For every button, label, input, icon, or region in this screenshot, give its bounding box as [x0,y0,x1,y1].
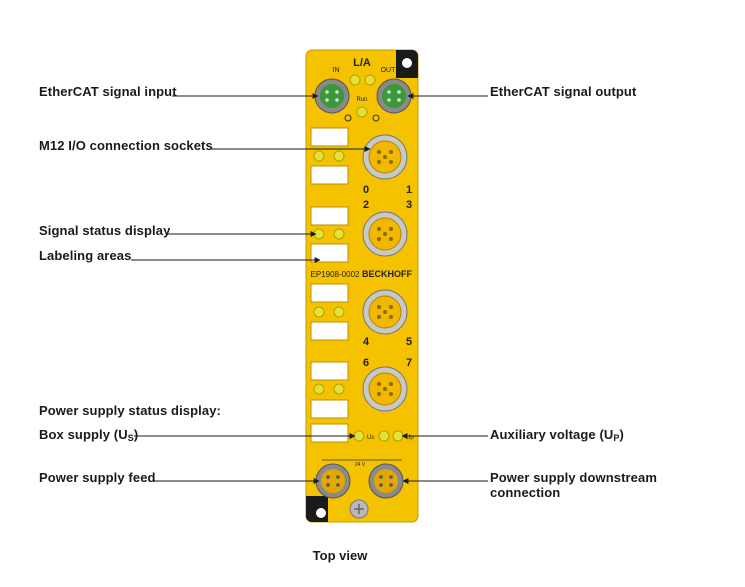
out-label: OUT [381,67,397,74]
up-label: Up [406,435,414,441]
mount-hole-top [402,58,412,68]
mount-hole-bottom [316,508,326,518]
label-power-downstream: Power supply downstream connection [490,470,658,500]
model-number: EP1908-0002 [311,270,360,279]
brand-name: BECKHOFF [362,269,412,279]
label-aux-voltage: Auxiliary voltage (UP) [490,427,624,443]
channel-2: 2 [363,199,369,211]
ground-screw [349,499,369,519]
ground-symbol-right [372,114,380,122]
ethercat-out-connector [376,78,412,114]
label-labeling-areas: Labeling areas [39,248,132,263]
box-supply-text: Box supply (U [39,427,128,442]
label-signal-status: Signal status display [39,223,171,238]
led-la-in [349,74,361,86]
la-label: L/A [353,57,371,69]
label-power-feed: Power supply feed [39,470,156,485]
channel-6: 6 [363,357,369,369]
label-ethercat-input: EtherCAT signal input [39,84,177,99]
channel-0: 0 [363,184,369,196]
labeling-areas [310,127,349,443]
run-label: Run [356,97,367,103]
box-supply-sub: S [127,433,134,443]
ground-symbol-left [344,114,352,122]
voltage-label: 24 V [355,462,366,468]
caption-top-view: Top view [312,548,368,563]
led-run [356,106,368,118]
channel-4: 4 [363,336,370,348]
m12-socket-0-1 [362,134,408,180]
signal-status-leds [313,150,345,395]
power-feed-connector [315,463,351,499]
label-power-status-heading: Power supply status display: [39,403,221,418]
led-la-out [364,74,376,86]
channel-5: 5 [406,336,412,348]
label-ethercat-output: EtherCAT signal output [490,84,637,99]
m12-socket-2-3 [362,211,408,257]
channel-7: 7 [406,357,412,369]
power-downstream-connector [368,463,404,499]
led-up [378,430,390,442]
label-m12-sockets: M12 I/O connection sockets [39,138,213,153]
m12-socket-6-7 [362,366,408,412]
aux-voltage-sub: P [613,433,620,443]
channel-1: 1 [406,184,412,196]
channel-3: 3 [406,199,412,211]
in-label: IN [333,67,340,74]
us-label: Us [367,435,374,441]
aux-voltage-text: Auxiliary voltage (U [490,427,614,442]
m12-socket-4-5 [362,289,408,335]
label-box-supply: Box supply (US) [39,427,139,443]
